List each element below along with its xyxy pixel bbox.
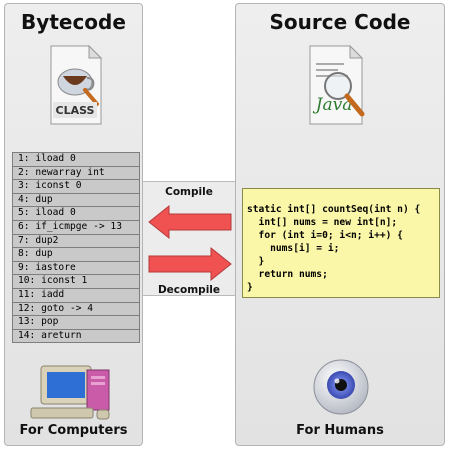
source-code-box: static int[] countSeq(int n) { int[] num… [242, 188, 440, 298]
bytecode-instruction: 2: newarray int [12, 165, 140, 181]
bytecode-row: 3: iconst 0 [12, 179, 140, 194]
code-line: nums[i] = i; [247, 243, 340, 254]
bytecode-row: 7: dup2 [12, 233, 140, 249]
class-icon-label: CLASS [56, 104, 95, 117]
bytecode-title: Bytecode [21, 10, 126, 34]
bytecode-instruction: 12: goto -> 4 [12, 301, 140, 317]
bytecode-row: 4: dup [12, 192, 140, 208]
bytecode-row: 10: iconst 1 [12, 274, 140, 289]
bytecode-row: 2: newarray int [12, 165, 140, 181]
bytecode-instruction: 10: iconst 1 [12, 274, 140, 289]
bytecode-row: 14: areturn [12, 328, 140, 344]
bytecode-row: 9: iastore [12, 260, 140, 276]
bytecode-instruction: 3: iconst 0 [12, 179, 140, 194]
bytecode-row: 8: dup [12, 247, 140, 262]
bytecode-row: 12: goto -> 4 [12, 301, 140, 317]
bytecode-instruction: 11: iadd [12, 287, 140, 303]
bytecode-instruction: 5: iload 0 [12, 206, 140, 221]
bytecode-instruction: 6: if_icmpge -> 13 [12, 219, 140, 235]
conversion-band: Compile Decompile [143, 181, 235, 296]
bytecode-row: 6: if_icmpge -> 13 [12, 219, 140, 235]
source-footer: For Humans [296, 423, 384, 438]
compile-label: Compile [165, 186, 213, 198]
code-line: for (int i=0; i<n; i++) { [247, 230, 403, 241]
eye-icon [313, 359, 369, 415]
code-line: int[] nums = new int[n]; [247, 217, 398, 228]
code-line: } [247, 282, 253, 293]
bytecode-instruction: 4: dup [12, 192, 140, 208]
source-title: Source Code [269, 10, 411, 34]
bytecode-row: 5: iload 0 [12, 206, 140, 221]
java-file-icon: Java [309, 44, 365, 125]
decompile-arrow-icon [148, 246, 232, 282]
java-icon-label: Java [313, 95, 353, 115]
compile-arrow-icon [148, 204, 232, 240]
bytecode-instruction: 7: dup2 [12, 233, 140, 249]
code-line: return nums; [247, 269, 328, 280]
bytecode-footer: For Computers [19, 423, 128, 438]
bytecode-row: 13: pop [12, 315, 140, 330]
decompile-label: Decompile [157, 284, 221, 296]
bytecode-row: 1: iload 0 [12, 152, 140, 167]
code-line: } [247, 256, 265, 267]
bytecode-instruction: 9: iastore [12, 260, 140, 276]
bytecode-instruction: 1: iload 0 [12, 152, 140, 167]
bytecode-instruction: 14: areturn [12, 328, 140, 344]
bytecode-row: 11: iadd [12, 287, 140, 303]
computer-icon [30, 365, 110, 420]
bytecode-instruction: 13: pop [12, 315, 140, 330]
code-line: static int[] countSeq(int n) { [247, 204, 421, 215]
class-file-icon: CLASS [50, 44, 103, 125]
bytecode-instruction: 8: dup [12, 247, 140, 262]
source-panel: Source Code Java static int[] countSeq(i… [235, 3, 445, 446]
